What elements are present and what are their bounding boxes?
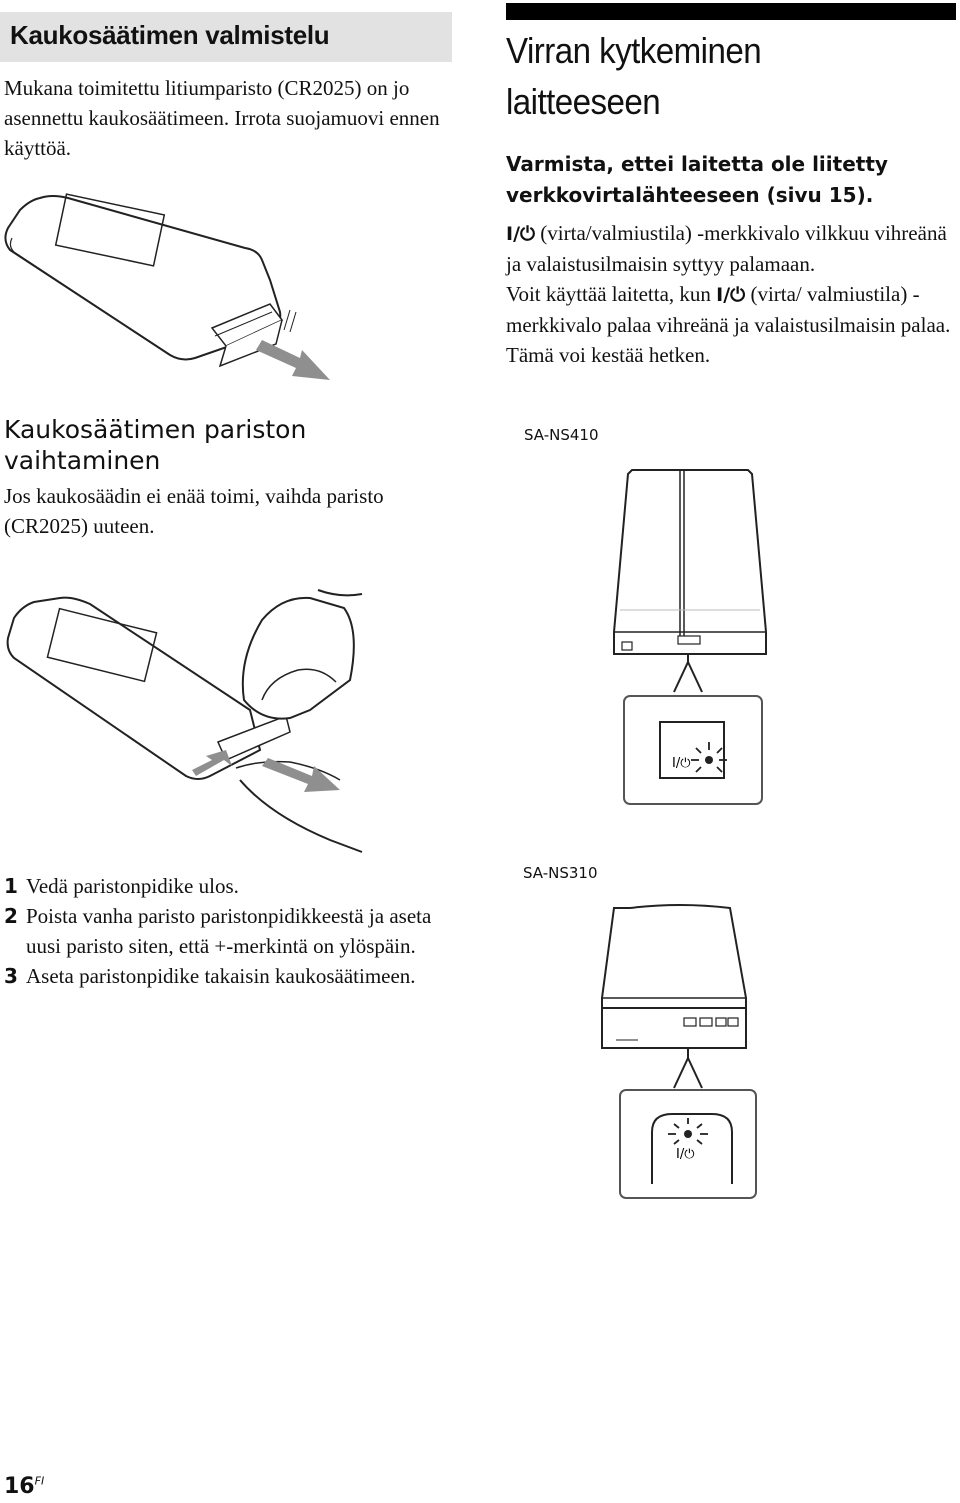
section-heading-bar (0, 12, 452, 62)
push-arrow-icon (192, 750, 232, 776)
page-title: Virran kytkeminen laitteeseen (506, 30, 762, 122)
model-label-ns410: SA-NS410 (524, 426, 599, 444)
step-text: Aseta paristonpidike takaisin kaukosääti… (26, 964, 416, 988)
speaker-ns410-illustration: I/⏻ (613, 469, 767, 805)
step-text: Vedä paristonpidike ulos. (26, 874, 239, 898)
remote-prep-text: Mukana toimitettu litiumparisto (CR2025)… (4, 76, 440, 160)
step-item: 1 Vedä paristonpidike ulos. (4, 871, 464, 901)
model-label-ns310: SA-NS310 (523, 864, 598, 882)
top-rule (506, 3, 956, 20)
section-title-battery-replace: Kaukosäätimen pariston vaihtaminen (4, 415, 307, 475)
power-text-1: (virta/valmiustila) -merkkivalo vilkkuu … (506, 221, 947, 276)
power-button-label: I/⏻ (676, 1147, 695, 1162)
pull-arrow-icon (256, 340, 330, 380)
power-instructions: I/⏻ (virta/valmiustila) -merkkivalo vilk… (506, 218, 956, 370)
page-number-value: 16 (4, 1474, 35, 1499)
subhead: Varmista, ettei laitetta ole liitetty ve… (506, 152, 888, 207)
power-standby-icon: I/⏻ (506, 223, 536, 245)
power-text-2a: Voit käyttää laitetta, kun (506, 282, 717, 306)
power-text-2b: (virta/ valmiustila) -merkkivalo palaa v… (506, 282, 951, 367)
power-standby-icon: I/⏻ (716, 284, 746, 306)
language-code: FI (34, 1474, 45, 1488)
speaker-ns310-illustration: I/⏻ (601, 904, 757, 1199)
battery-replace-text: Jos kaukosäädin ei enää toimi, vaihda pa… (4, 484, 384, 538)
step-number: 2 (4, 904, 18, 928)
page-number: 16FI (4, 1474, 44, 1499)
step-number: 1 (4, 874, 18, 898)
pull-arrow-icon (262, 758, 340, 792)
steps-list: 1 Vedä paristonpidike ulos. 2 Poista van… (4, 871, 464, 991)
step-item: 2 Poista vanha paristo paristonpidikkees… (4, 901, 464, 961)
step-text: Poista vanha paristo paristonpidikkeestä… (26, 904, 432, 958)
remote-control-illustration (4, 193, 330, 380)
battery-replacement-illustration (6, 589, 363, 853)
section-title-remote-prep: Kaukosäätimen valmistelu (10, 20, 330, 50)
power-button-label: I/⏻ (672, 756, 691, 771)
step-item: 3 Aseta paristonpidike takaisin kaukosää… (4, 961, 464, 991)
step-number: 3 (4, 964, 18, 988)
